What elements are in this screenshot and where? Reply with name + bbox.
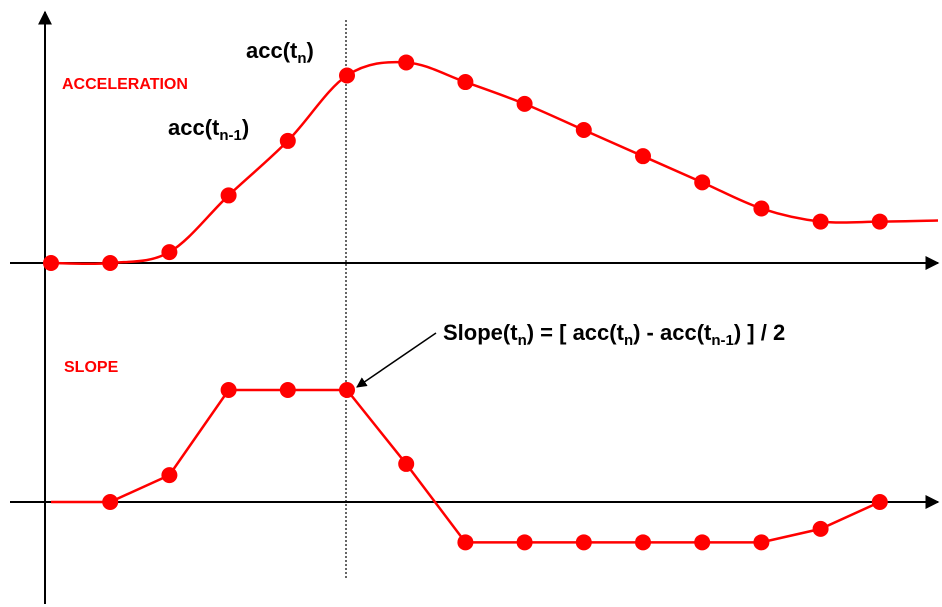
acceleration-point-11 <box>694 174 711 191</box>
formula-pointer-arrow <box>356 332 437 388</box>
slope-points <box>102 382 888 551</box>
slope-point-12 <box>812 520 829 537</box>
acceleration-point-14 <box>871 213 888 230</box>
acceleration-label: ACCELERATION <box>62 76 188 93</box>
slope-point-10 <box>694 534 711 551</box>
slope-point-4 <box>339 382 355 398</box>
slope-point-6 <box>457 534 474 551</box>
slope-line <box>51 388 881 544</box>
acceleration-point-3 <box>220 187 237 204</box>
acceleration-point-10 <box>635 148 651 165</box>
acceleration-point-1 <box>102 255 119 271</box>
slope-point-2 <box>220 382 237 398</box>
slope-point-0 <box>102 494 119 510</box>
slope-label: SLOPE <box>64 359 119 376</box>
slope-point-11 <box>753 534 770 551</box>
acceleration-points <box>43 54 888 271</box>
acceleration-point-4 <box>279 132 296 149</box>
acceleration-point-6 <box>398 54 415 71</box>
acceleration-point-12 <box>753 200 770 217</box>
acceleration-point-5 <box>339 67 355 84</box>
acc-tn-label: acc(tn) <box>246 38 314 67</box>
acc-tn-1-label: acc(tn-1) <box>168 115 249 144</box>
acceleration-point-7 <box>457 74 474 91</box>
acceleration-point-0 <box>43 255 59 271</box>
acceleration-curve <box>50 60 939 266</box>
slope-point-13 <box>871 494 888 510</box>
acceleration-point-2 <box>161 244 178 261</box>
slope-point-9 <box>635 534 651 551</box>
slope-point-1 <box>161 467 178 484</box>
acceleration-point-8 <box>516 95 533 112</box>
acceleration-point-9 <box>575 122 592 139</box>
slope-point-8 <box>575 534 592 551</box>
slope-point-5 <box>398 455 415 472</box>
slope-point-7 <box>516 534 533 551</box>
acceleration-point-13 <box>812 213 829 230</box>
slope-point-3 <box>279 382 296 398</box>
slope-formula: Slope(tn) = [ acc(tn) - acc(tn-1) ] / 2 <box>443 320 785 349</box>
